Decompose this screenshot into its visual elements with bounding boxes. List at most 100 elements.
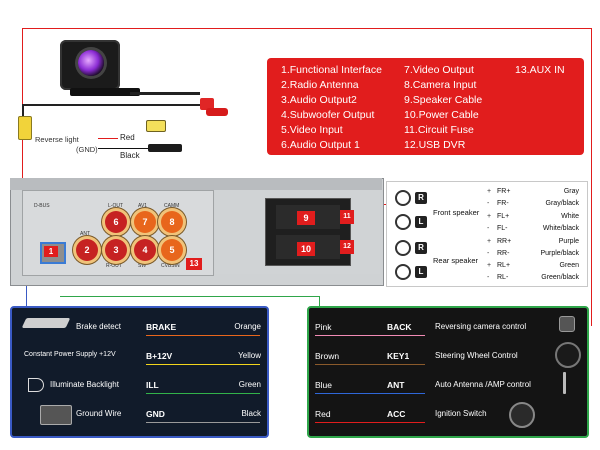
antenna-icon xyxy=(563,372,566,394)
channel-label: RR+ xyxy=(497,238,512,245)
channel-label: FR- xyxy=(497,200,509,207)
camera-link-line-right xyxy=(591,28,592,326)
wire-color: Blue xyxy=(315,380,333,390)
steering-wheel-icon xyxy=(555,342,581,368)
constant-power-label: Constant Power Supply +12V xyxy=(24,351,116,358)
polarity-sign: + xyxy=(487,213,492,220)
legend-item: 13.AUX IN xyxy=(515,64,565,76)
channel-label: RL+ xyxy=(497,262,511,269)
camera-link-line xyxy=(22,28,592,29)
harness-number-12: 12 xyxy=(340,240,354,254)
reversing-camera-control-label: Reversing camera control xyxy=(435,322,527,331)
legend-item: 5.Video Input xyxy=(281,124,343,136)
speaker-wiring-panel: R L R L Front speaker Rear speaker + FR+… xyxy=(386,181,588,287)
wire-code: B+12V xyxy=(146,351,173,361)
camera-bracket xyxy=(70,88,140,96)
legend-item: 3.Audio Output2 xyxy=(281,94,357,106)
wire-color: Green xyxy=(238,380,261,389)
camera-cable xyxy=(130,92,200,95)
port-sw: 4 xyxy=(134,239,156,261)
camera-lens-icon xyxy=(78,50,104,76)
port-label: D-BUS xyxy=(34,203,50,209)
control-wiring-panel: Pink BACK Reversing camera control Brown… xyxy=(307,306,589,438)
harness-number-9: 9 xyxy=(297,211,315,225)
steering-wheel-control-label: Steering Wheel Control xyxy=(435,351,518,360)
legend-item: 12.USB DVR xyxy=(404,139,466,151)
port-av1: 7 xyxy=(134,211,156,233)
front-speaker-label: Front speaker xyxy=(433,208,480,217)
channel-label: FL+ xyxy=(497,213,510,220)
illuminate-backlight-label: Illuminate Backlight xyxy=(50,380,119,389)
polarity-sign: + xyxy=(487,262,492,269)
wire-color: Yellow xyxy=(238,351,261,360)
rca-red-plug xyxy=(200,98,214,110)
wire-color: Brown xyxy=(315,351,340,361)
wire-color: Orange xyxy=(234,322,261,331)
legend-item: 9.Speaker Cable xyxy=(404,94,483,106)
port-label: AV1 xyxy=(138,203,148,209)
wire-color: Red xyxy=(315,409,331,419)
legend-item: 11.Circuit Fuse xyxy=(404,124,474,136)
legend-box: 1.Functional Interface 2.Radio Antenna 3… xyxy=(267,58,584,155)
wire-line xyxy=(146,335,260,336)
wire-color: Black xyxy=(241,409,261,418)
wire-color: Pink xyxy=(315,322,332,332)
channel-label: FL- xyxy=(497,225,508,232)
dc-power-plug xyxy=(148,144,182,152)
wire-color: Green/black xyxy=(541,274,579,281)
brake-pedal-icon xyxy=(21,318,71,328)
auto-antenna-label: Auto Antenna /AMP control xyxy=(435,380,531,389)
wire-code: ANT xyxy=(387,380,405,390)
speaker-icon xyxy=(395,214,411,230)
red-wire-label: Red xyxy=(120,133,135,142)
brake-detect-label: Brake detect xyxy=(76,322,121,331)
port-cvbsin: 5 xyxy=(161,239,183,261)
wire-color: White/black xyxy=(542,225,579,232)
wire-line xyxy=(315,393,425,394)
camera-cable-3 xyxy=(22,104,24,118)
polarity-sign: + xyxy=(487,238,492,245)
right-panel-link-vert xyxy=(319,296,320,308)
ignition-key-icon xyxy=(509,402,535,428)
polarity-sign: - xyxy=(487,250,490,257)
wire-line xyxy=(315,422,425,423)
wire-code: BRAKE xyxy=(146,322,177,332)
rear-speaker-label: Rear speaker xyxy=(433,256,479,265)
wire-color: White xyxy=(561,213,579,220)
legend-item: 7.Video Output xyxy=(404,64,474,76)
port-label: L-OUT xyxy=(108,203,123,209)
speaker-letter: R xyxy=(415,192,427,204)
battery-icon xyxy=(40,405,72,425)
legend-item: 8.Camera Input xyxy=(404,79,477,91)
wire-line xyxy=(315,335,425,336)
wire-code: ACC xyxy=(387,409,406,419)
legend-item: 6.Audio Output 1 xyxy=(281,139,360,151)
wire-color: Purple/black xyxy=(540,250,579,257)
legend-item: 10.Power Cable xyxy=(404,109,479,121)
wire-code: GND xyxy=(146,409,165,419)
port-r-out: 3 xyxy=(105,239,127,261)
harness-number-10: 10 xyxy=(297,242,315,256)
wire-color: Purple xyxy=(558,238,579,245)
right-panel-link-line xyxy=(60,296,320,297)
head-unit-top-edge xyxy=(10,178,382,190)
polarity-sign: - xyxy=(487,200,490,207)
dbus-number: 1 xyxy=(44,246,58,257)
channel-label: RL- xyxy=(497,274,509,281)
channel-label: RR- xyxy=(497,250,510,257)
polarity-sign: - xyxy=(487,225,490,232)
channel-label: FR+ xyxy=(497,188,511,195)
speaker-icon xyxy=(395,240,411,256)
port-camm: 8 xyxy=(161,211,183,233)
legend-item: 1.Functional Interface xyxy=(281,64,382,76)
speaker-icon xyxy=(395,190,411,206)
wire-code: KEY1 xyxy=(387,351,410,361)
backlight-icon xyxy=(28,378,44,392)
speaker-icon xyxy=(395,264,411,280)
speaker-letter: L xyxy=(415,266,427,278)
wire-line xyxy=(146,422,260,423)
legend-item: 4.Subwoofer Output xyxy=(281,109,375,121)
wire-line xyxy=(146,393,260,394)
port-label: CAMM xyxy=(164,203,180,209)
rca-red-jack xyxy=(206,108,228,116)
